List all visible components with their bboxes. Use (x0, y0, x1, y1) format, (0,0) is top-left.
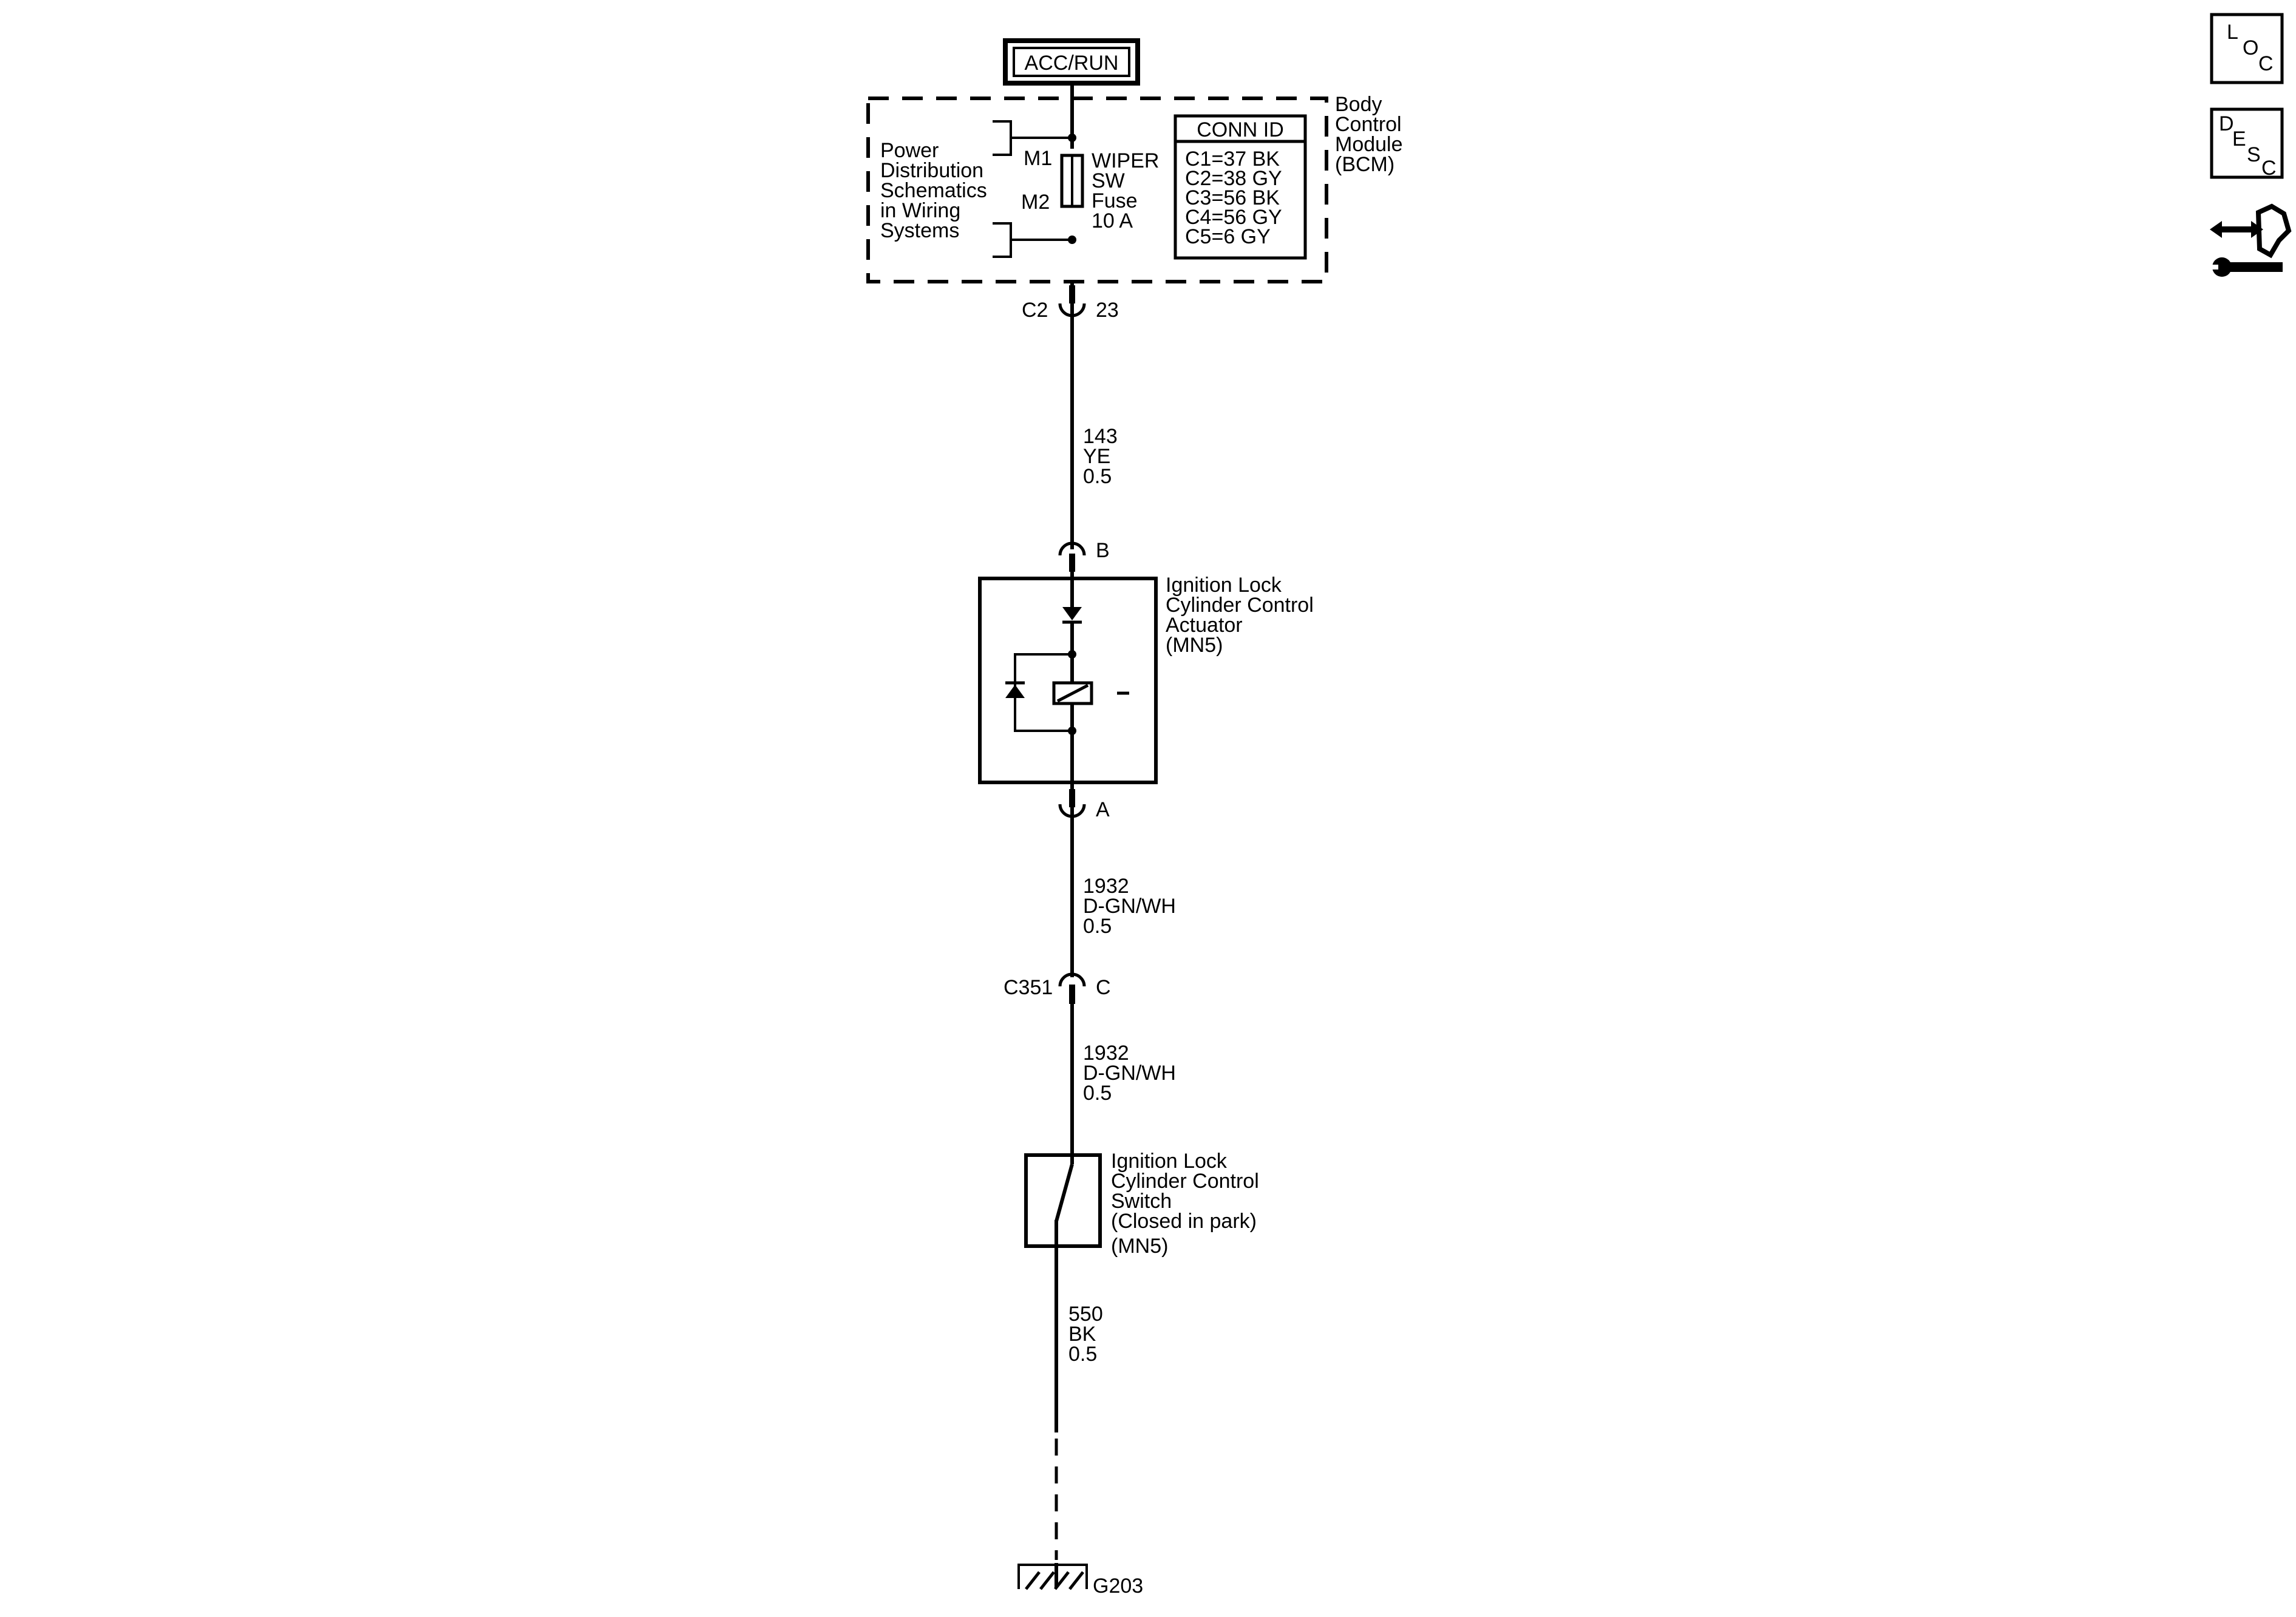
svg-text:E: E (2232, 127, 2246, 151)
connector-c351 (1058, 972, 1086, 1004)
svg-text:D: D (2219, 112, 2234, 135)
conn-id-c4: C4=56 GY (1185, 206, 1282, 229)
ground-icon (1017, 1563, 1088, 1590)
conn-id-c1: C1=37 BK (1185, 147, 1280, 171)
conn-id-c3: C3=56 BK (1185, 186, 1280, 209)
actuator-pin-b-label: B (1096, 539, 1110, 562)
power-dist-line-5: Systems (880, 219, 959, 242)
wire-1-color: YE (1083, 445, 1110, 468)
switch-label-line-2: Cylinder Control (1111, 1170, 1259, 1193)
c2-pin-label: 23 (1096, 299, 1119, 322)
wire-4-circuit: 550 (1068, 1303, 1103, 1326)
wire-3-size: 0.5 (1083, 1082, 1112, 1105)
bcm-module-outline (866, 97, 1328, 283)
svg-text:O: O (2243, 36, 2258, 59)
ignition-lock-switch (1024, 1153, 1102, 1248)
switch-label-line-1: Ignition Lock (1111, 1150, 1228, 1173)
c351-pin-label: C (1096, 976, 1111, 999)
actuator-label-line-1: Ignition Lock (1166, 574, 1282, 597)
m2-label: M2 (1021, 191, 1050, 214)
actuator-label-line-2: Cylinder Control (1166, 594, 1314, 617)
ground-label: G203 (1093, 1575, 1143, 1598)
wire-2-circuit: 1932 (1083, 875, 1129, 898)
power-dist-line-2: Distribution (880, 159, 983, 182)
wire-1-circuit: 143 (1083, 425, 1118, 448)
power-dist-line-3: Schematics (880, 179, 987, 202)
switch-label-line-5: (MN5) (1111, 1235, 1168, 1258)
c351-connector-label: C351 (1004, 976, 1053, 999)
fuse-label-line-3: Fuse (1092, 189, 1138, 212)
m2-splice (1068, 236, 1076, 244)
bcm-name-line-4: (BCM) (1335, 153, 1394, 176)
fuse-label-line-1: WIPER (1092, 149, 1159, 172)
svg-text:L: L (2227, 21, 2238, 44)
actuator-pin-a-label: A (1096, 798, 1110, 821)
switch-contact-icon (1055, 1164, 1074, 1222)
svg-text:C: C (2258, 52, 2274, 75)
wire-2-size: 0.5 (1083, 915, 1112, 938)
conn-id-title: CONN ID (1197, 118, 1284, 141)
ignition-lock-actuator (978, 577, 1158, 784)
fuse-label-line-2: SW (1092, 169, 1125, 192)
wire-3-circuit: 1932 (1083, 1042, 1129, 1065)
actuator-label-line-3: Actuator (1166, 614, 1243, 637)
power-source-box: ACC/RUN (1003, 38, 1140, 86)
desc-icon[interactable]: D E S C (2210, 107, 2284, 180)
power-dist-bracket (993, 120, 1012, 156)
wire-4-color: BK (1068, 1323, 1096, 1346)
switch-label-line-3: Switch (1111, 1190, 1172, 1213)
m1-splice (1068, 134, 1076, 142)
wire-4-size: 0.5 (1068, 1343, 1097, 1366)
conn-id-c2: C2=38 GY (1185, 167, 1282, 190)
wire-1-size: 0.5 (1083, 465, 1112, 488)
svg-text:S: S (2247, 143, 2261, 166)
conn-id-table: CONN ID C1=37 BK C2=38 GY C3=56 BK C4=56… (1173, 114, 1307, 260)
power-source-label: ACC/RUN (1025, 52, 1119, 75)
power-dist-line-1: Power (880, 139, 939, 162)
bcm-name-line-1: Body (1335, 93, 1382, 116)
wire-3-color: D-GN/WH (1083, 1062, 1176, 1085)
switch-label-line-4: (Closed in park) (1111, 1210, 1257, 1233)
bcm-name-line-2: Control (1335, 113, 1402, 136)
power-dist-line-4: in Wiring (880, 199, 960, 222)
diode-icon (1062, 607, 1082, 620)
wire-2-color: D-GN/WH (1083, 895, 1176, 918)
power-dist-bracket-lower (993, 222, 1012, 258)
fuse-label-line-4: 10 A (1092, 209, 1133, 232)
conn-id-c5: C5=6 GY (1185, 225, 1271, 248)
actuator-label-line-4: (MN5) (1166, 634, 1223, 657)
bcm-name-line-3: Module (1335, 133, 1403, 156)
m1-label: M1 (1024, 147, 1052, 170)
svg-text:C: C (2261, 157, 2277, 180)
suppression-diode-icon (1005, 685, 1025, 698)
connector-wrench-icon[interactable] (2210, 203, 2292, 277)
loc-icon[interactable]: L O C (2210, 13, 2284, 84)
c2-connector-label: C2 (1022, 299, 1048, 322)
